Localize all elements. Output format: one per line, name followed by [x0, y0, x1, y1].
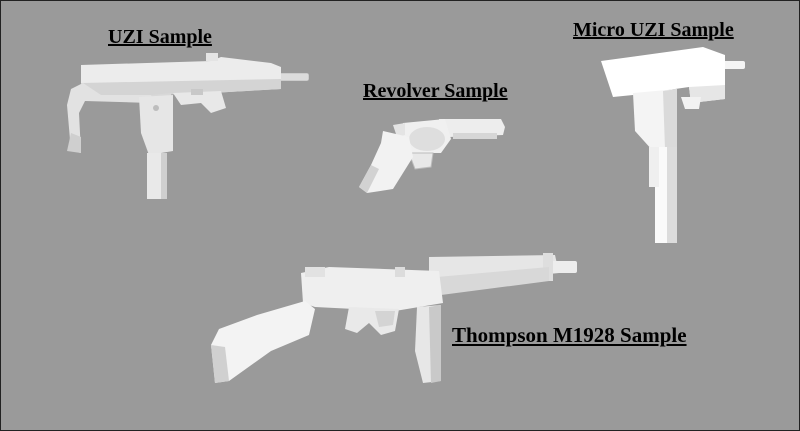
- revolver-model-icon: [359, 119, 505, 193]
- micro-uzi-model-icon: [601, 47, 745, 243]
- revolver-sample-label: Revolver Sample: [363, 80, 508, 102]
- thompson-model-icon: [211, 253, 577, 383]
- uzi-sample-label: UZI Sample: [108, 26, 212, 48]
- uzi-model-icon: [67, 53, 310, 199]
- thompson-sample-label: Thompson M1928 Sample: [452, 323, 687, 347]
- micro-uzi-sample-label: Micro UZI Sample: [573, 19, 734, 41]
